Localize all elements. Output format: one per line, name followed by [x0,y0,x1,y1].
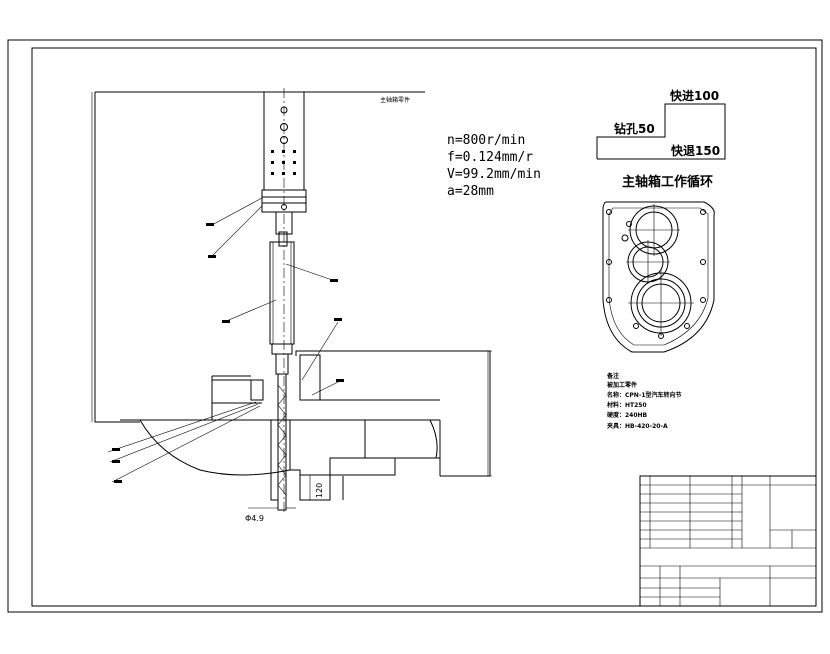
cycle-title: 主轴箱工作循环 [622,174,713,190]
indicator-dots [271,150,296,175]
param-speed: n=800r/min [447,133,525,148]
cycle-fast-return: 快退150 [671,143,720,158]
part-numbers [112,223,344,483]
svg-text:夹具：HB-420-20-A: 夹具：HB-420-20-A [607,422,668,430]
leader-lines [107,197,339,483]
inner-border [31,47,817,607]
param-feed: f=0.124mm/r [447,150,533,165]
gearbox-housing [602,201,715,353]
svg-text:名称：CPN-1型汽车转向节: 名称：CPN-1型汽车转向节 [607,391,682,399]
cycle-fast-forward: 快进100 [670,88,719,103]
cycle-diagram [596,103,726,160]
param-depth: a=28mm [447,184,494,199]
header-label: 主轴箱零件 [380,96,410,104]
notes-block: 备注 被加工零件 名称：CPN-1型汽车转向节 材料：HT250 硬度：240H… [606,372,682,430]
cycle-drilling: 钻孔50 [614,121,655,136]
outer-border [7,39,823,613]
svg-text:材料：HT250: 材料：HT250 [606,401,647,409]
svg-text:硬度：240HB: 硬度：240HB [607,411,648,419]
svg-text:被加工零件: 被加工零件 [607,381,637,389]
param-velocity: V=99.2mm/min [447,167,541,182]
gear-circles [626,204,694,336]
machine-outline [94,92,140,423]
guide-bushing [250,379,264,401]
depth-dim: 120 [315,483,324,498]
tool-shank [269,241,295,345]
bolt-holes [606,209,706,339]
title-block [639,475,817,607]
diameter-dim: Φ4.9 [245,514,264,523]
fixture-block [295,350,491,476]
workpiece-section [139,419,438,501]
svg-text:备注: 备注 [606,372,619,380]
